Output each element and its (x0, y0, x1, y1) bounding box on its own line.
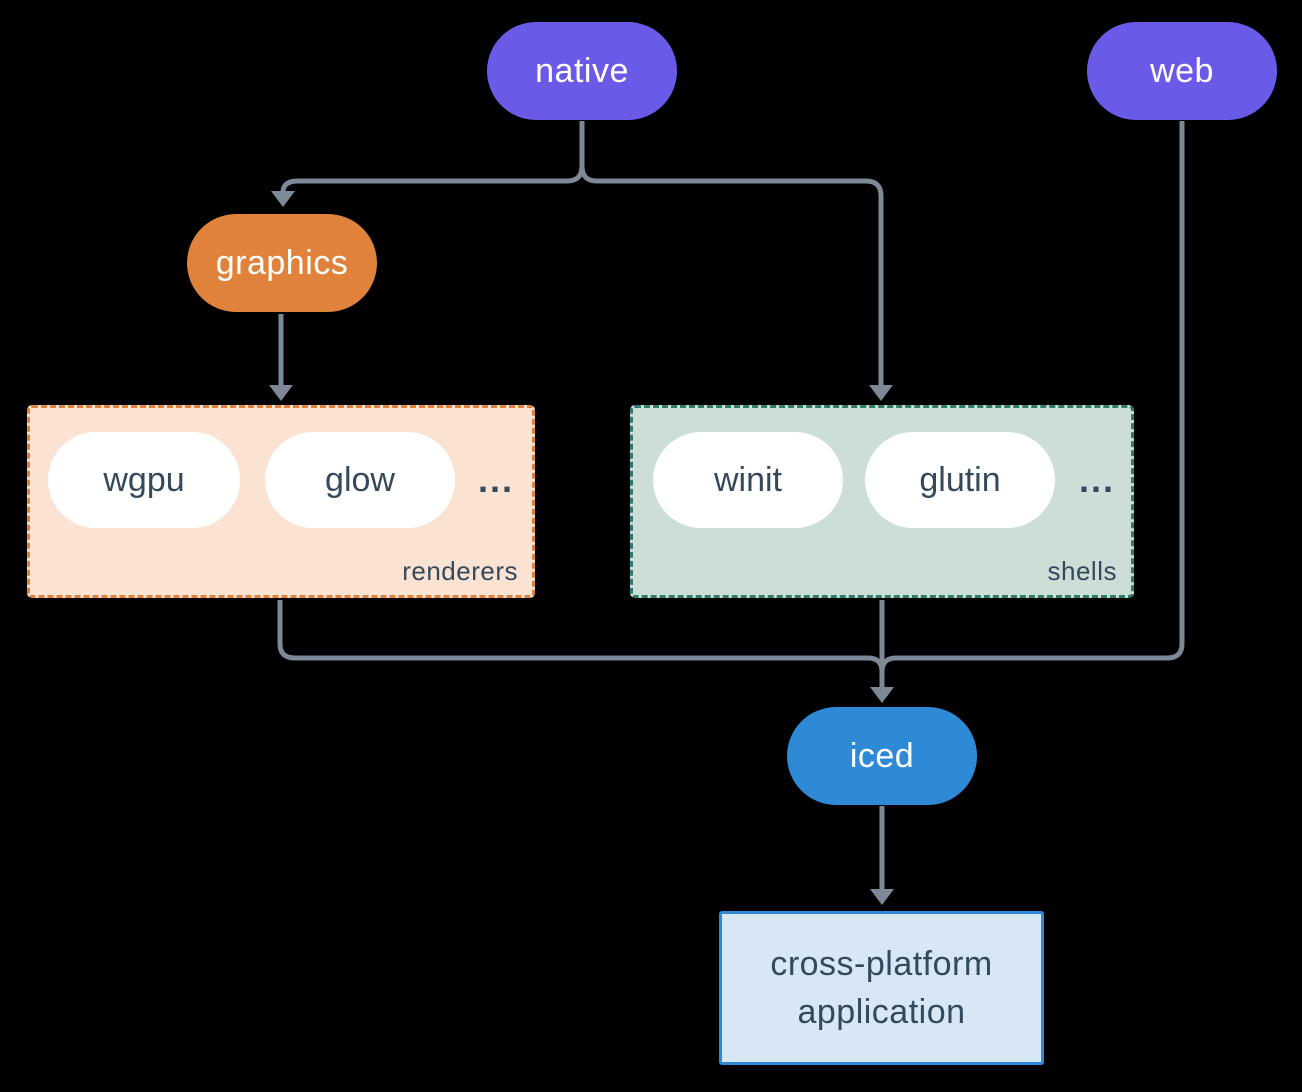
node-iced: iced (787, 707, 977, 805)
node-web-label: web (1150, 51, 1214, 90)
node-winit-label: winit (713, 460, 783, 499)
shells-group-label: shells (1047, 556, 1117, 586)
arrowhead-renderers (269, 385, 293, 401)
edge-native-to-shells (579, 165, 884, 386)
arrowhead-shells (869, 385, 893, 401)
node-cross-platform-application-label: cross-platform application (770, 945, 993, 1031)
edge-renderers-to-iced (277, 600, 885, 673)
arrowhead-iced (870, 687, 894, 703)
renderers-group-label: renderers (402, 556, 518, 586)
node-cross-platform-application: cross-platform application (719, 911, 1044, 1065)
renderers-ellipsis: ... (478, 459, 515, 500)
group-renderers: wgpu glow ... renderers (27, 405, 535, 598)
shells-ellipsis: ... (1079, 459, 1116, 500)
node-graphics-label: graphics (215, 243, 349, 282)
node-glow-label: glow (325, 460, 395, 499)
node-wgpu: wgpu (48, 432, 240, 528)
arrowhead-graphics (271, 191, 295, 207)
node-glutin: glutin (865, 432, 1055, 528)
node-native: native (487, 22, 677, 120)
arrowhead-app (870, 889, 894, 905)
node-wgpu-label: wgpu (103, 460, 185, 499)
node-glow: glow (265, 432, 455, 528)
node-winit: winit (653, 432, 843, 528)
node-glutin-label: glutin (919, 460, 1001, 499)
node-iced-label: iced (849, 736, 915, 775)
node-native-label: native (535, 51, 629, 90)
edge-native-to-graphics (280, 121, 585, 193)
node-web: web (1087, 22, 1277, 120)
node-graphics: graphics (187, 214, 377, 312)
group-shells: winit glutin ... shells (630, 405, 1134, 598)
